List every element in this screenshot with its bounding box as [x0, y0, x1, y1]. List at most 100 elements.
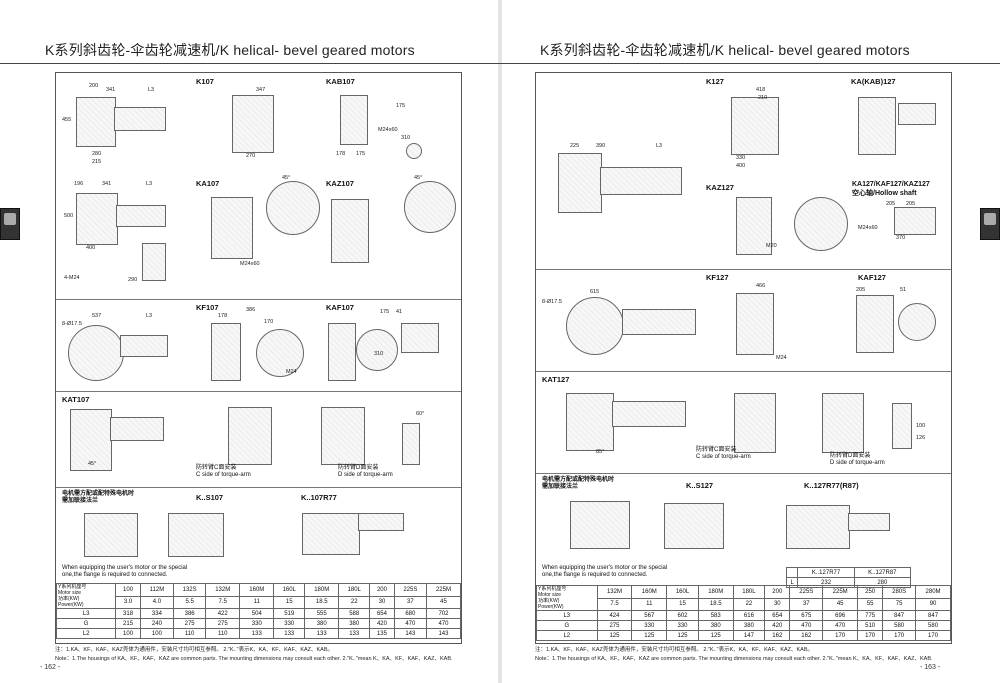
dim: 290 — [128, 277, 138, 283]
table-cell: 386 — [173, 608, 207, 619]
table-cell: 470 — [822, 620, 859, 631]
row-header: G — [536, 620, 598, 631]
label-kaf127: KAF127 — [858, 273, 886, 282]
note-cn: 注：1.KA、KF、KAF、KAZ壳体为通用件，安装尺寸均可相互参照。 2."K… — [535, 647, 814, 653]
motor-flange-drawing — [570, 501, 630, 549]
motor-size-cell: 100 — [115, 583, 141, 597]
table-cell: 133 — [273, 628, 306, 639]
table-cell: 143 — [425, 628, 462, 639]
table-cell: 519 — [273, 608, 306, 619]
label-kab107: KAB107 — [326, 77, 355, 86]
kat107-d-side-drawing — [321, 407, 365, 465]
dim: M24 — [776, 355, 787, 361]
table-cell: 110 — [205, 628, 241, 639]
dim: 175 — [380, 309, 390, 315]
motor-size-cell: 132S — [173, 583, 207, 597]
table-cell: 380 — [697, 620, 734, 631]
motor-size-cell: 225M — [822, 585, 859, 599]
kaf107-shaft-drawing — [401, 323, 439, 353]
table-cell: 510 — [857, 620, 884, 631]
dim: 8-Ø17.5 — [542, 299, 562, 305]
dim: 341 — [106, 87, 116, 93]
dim: 85° — [596, 449, 605, 455]
power-cell: 37 — [789, 597, 824, 611]
dim: 370 — [896, 235, 906, 241]
dim: L3 — [656, 143, 663, 149]
table-cell: 420 — [764, 620, 791, 631]
table-cell: 380 — [304, 618, 340, 629]
power-cell: 15 — [666, 597, 699, 611]
label-kat127: KAT127 — [542, 375, 570, 384]
power-cell: 11 — [239, 595, 275, 609]
motor-size-cell: 160M — [631, 585, 668, 599]
kaf127-front-drawing — [856, 295, 894, 353]
ka127-front-drawing — [858, 97, 896, 155]
motor-size-cell: 225S — [789, 585, 824, 599]
dim: L3 — [146, 181, 153, 187]
dim: 170 — [264, 319, 274, 325]
k127-gearbox-side-drawing — [558, 153, 602, 213]
power-cell: 22 — [338, 595, 371, 609]
dim: 270 — [246, 153, 256, 159]
dim: 310 — [374, 351, 384, 357]
label-kaf107: KAF107 — [326, 303, 354, 312]
table-cell: 215 — [115, 618, 141, 629]
note-en: Note：1.The housings of KA、KF、KAF、KAZ are… — [535, 656, 933, 662]
label-kab127: KA(KAB)127 — [851, 77, 896, 86]
page-header: K系列斜齿轮-伞齿轮减速机/K helical- bevel geared mo… — [540, 42, 910, 58]
row-header: L2 — [536, 630, 598, 641]
dim: L3 — [146, 313, 153, 319]
header-rule — [0, 63, 500, 64]
dim: 178 — [336, 151, 346, 157]
ka107-bottom-drawing — [142, 243, 166, 281]
label-k127: K127 — [706, 77, 724, 86]
table-cell: 470 — [789, 620, 824, 631]
motor-size-cell: 180M — [697, 585, 734, 599]
right-page: K系列斜齿轮-伞齿轮减速机/K helical- bevel geared mo… — [500, 0, 1000, 683]
table-cell: 133 — [239, 628, 275, 639]
drawing-frame: K127 KA(KAB)127 225 390 L3 418 210 330 4… — [535, 72, 952, 644]
table-cell: 275 — [596, 620, 633, 631]
dim: 225 — [570, 143, 580, 149]
torque-arm-d-caption: 防转臂D面安装 D side of torque-arm — [338, 465, 393, 478]
power-cell: 30 — [369, 595, 395, 609]
ka107-flange-drawing — [266, 181, 320, 235]
dim: 310 — [401, 135, 411, 141]
table-cell: 470 — [425, 618, 462, 629]
power-cell: 7.5 — [596, 597, 633, 611]
motor-size-cell: 160L — [273, 583, 306, 597]
label-k107: K107 — [196, 77, 214, 86]
table-cell: 470 — [393, 618, 427, 629]
motor-size-cell: 112M — [139, 583, 175, 597]
motor-size-cell: 132M — [205, 583, 241, 597]
motor-size-cell: 160M — [239, 583, 275, 597]
label-kaz127: KAZ127 — [706, 183, 734, 192]
note-en: Note：1.The housings of KA、KF、KAF、KAZ are… — [55, 656, 453, 662]
r87-header: K..127R87 — [853, 567, 912, 578]
kat107-motor-drawing — [110, 417, 164, 441]
kf107-side-flange-drawing — [256, 329, 304, 377]
table-cell: 275 — [205, 618, 241, 629]
ks127-drawing — [664, 503, 724, 549]
power-cell: 75 — [882, 597, 917, 611]
motor-size-cell: 280S — [882, 585, 917, 599]
power-cell: 3.0 — [115, 595, 141, 609]
motor-size-cell: 180L — [338, 583, 371, 597]
motor-size-cell: 250 — [857, 585, 884, 599]
dim: 386 — [246, 307, 256, 313]
table-cell: 702 — [425, 608, 462, 619]
dim: 45° — [88, 461, 97, 467]
power-cell: 7.5 — [205, 595, 241, 609]
torque-arm-c-caption: 防转臂C面安装 C side of torque-arm — [696, 447, 751, 460]
label-ka107: KA107 — [196, 179, 220, 188]
table-cell: 334 — [139, 608, 175, 619]
dim: 615 — [590, 289, 600, 295]
table-cell: 135 — [369, 628, 395, 639]
table-cell: 133 — [338, 628, 371, 639]
ka107-front-drawing — [211, 197, 253, 259]
table-cell: 504 — [239, 608, 275, 619]
